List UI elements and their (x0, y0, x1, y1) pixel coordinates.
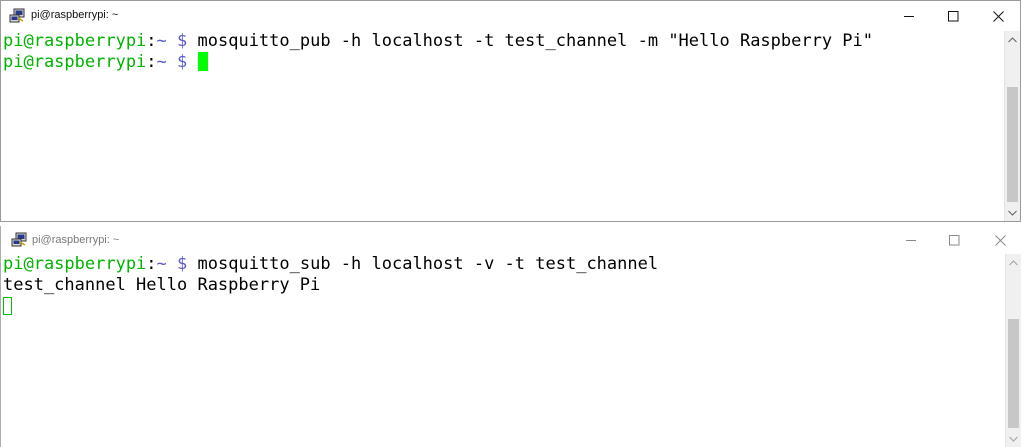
terminal-cursor (197, 52, 208, 71)
terminal-output[interactable]: pi@raspberrypi:~ $ mosquitto_sub -h loca… (1, 254, 1005, 447)
window-title: pi@raspberrypi: ~ (32, 234, 120, 246)
minimize-button[interactable] (886, 1, 932, 31)
scroll-up-button[interactable] (1006, 254, 1021, 271)
scroll-down-button[interactable] (1006, 430, 1021, 447)
title-bar[interactable]: pi@raspberrypi: ~ (1, 1, 1020, 31)
close-icon (994, 234, 1006, 246)
prompt-dollar: $ (166, 52, 198, 72)
command-text: mosquitto_sub -h localhost -v -t test_ch… (197, 254, 659, 274)
scroll-down-arrow-icon (1008, 210, 1017, 216)
terminal-window-subscriber[interactable]: pi@raspberrypi: ~ pi@raspberrypi:~ $ mos… (0, 226, 1021, 447)
scroll-up-arrow-icon (1009, 259, 1018, 265)
close-button[interactable] (975, 1, 1021, 31)
subscriber-output: test_channel Hello Raspberry Pi (3, 275, 321, 295)
maximize-icon (947, 10, 958, 21)
prompt-dollar: $ (166, 31, 198, 51)
putty-icon[interactable] (11, 232, 27, 248)
prompt-path: ~ (156, 254, 167, 274)
scrollbar-thumb[interactable] (1008, 319, 1019, 428)
prompt-dollar: $ (166, 254, 198, 274)
putty-icon[interactable] (9, 8, 25, 24)
prompt-user: pi@raspberrypi (3, 254, 147, 274)
terminal-line: pi@raspberrypi:~ $ (1, 52, 1004, 73)
window-title: pi@raspberrypi: ~ (31, 9, 119, 21)
scroll-up-arrow-icon (1008, 36, 1017, 42)
prompt-separator: : (146, 254, 157, 274)
minimize-icon (903, 15, 914, 17)
close-button[interactable] (977, 226, 1021, 254)
terminal-window-publisher[interactable]: pi@raspberrypi: ~ pi@raspberrypi:~ $ mos… (0, 0, 1021, 222)
scrollbar-thumb[interactable] (1007, 87, 1018, 202)
maximize-button[interactable] (930, 1, 976, 31)
minimize-icon (905, 239, 916, 241)
prompt-path: ~ (156, 52, 167, 72)
terminal-line: pi@raspberrypi:~ $ mosquitto_sub -h loca… (1, 254, 1005, 275)
minimize-button[interactable] (888, 226, 934, 254)
terminal-cursor (3, 297, 12, 315)
prompt-user: pi@raspberrypi (3, 52, 147, 72)
terminal-line (1, 296, 1005, 317)
scroll-down-button[interactable] (1005, 204, 1020, 221)
vertical-scrollbar[interactable] (1004, 31, 1020, 221)
close-icon (992, 10, 1004, 22)
scroll-up-button[interactable] (1005, 31, 1020, 48)
title-bar[interactable]: pi@raspberrypi: ~ (1, 226, 1021, 254)
prompt-separator: : (146, 31, 157, 51)
maximize-icon (948, 234, 959, 245)
prompt-path: ~ (156, 31, 167, 51)
scroll-down-arrow-icon (1009, 436, 1018, 442)
vertical-scrollbar[interactable] (1005, 254, 1021, 447)
terminal-line: pi@raspberrypi:~ $ mosquitto_pub -h loca… (1, 31, 1004, 52)
maximize-button[interactable] (931, 226, 977, 254)
command-text: mosquitto_pub -h localhost -t test_chann… (197, 31, 874, 51)
prompt-separator: : (146, 52, 157, 72)
terminal-output[interactable]: pi@raspberrypi:~ $ mosquitto_pub -h loca… (1, 31, 1004, 221)
prompt-user: pi@raspberrypi (3, 31, 147, 51)
